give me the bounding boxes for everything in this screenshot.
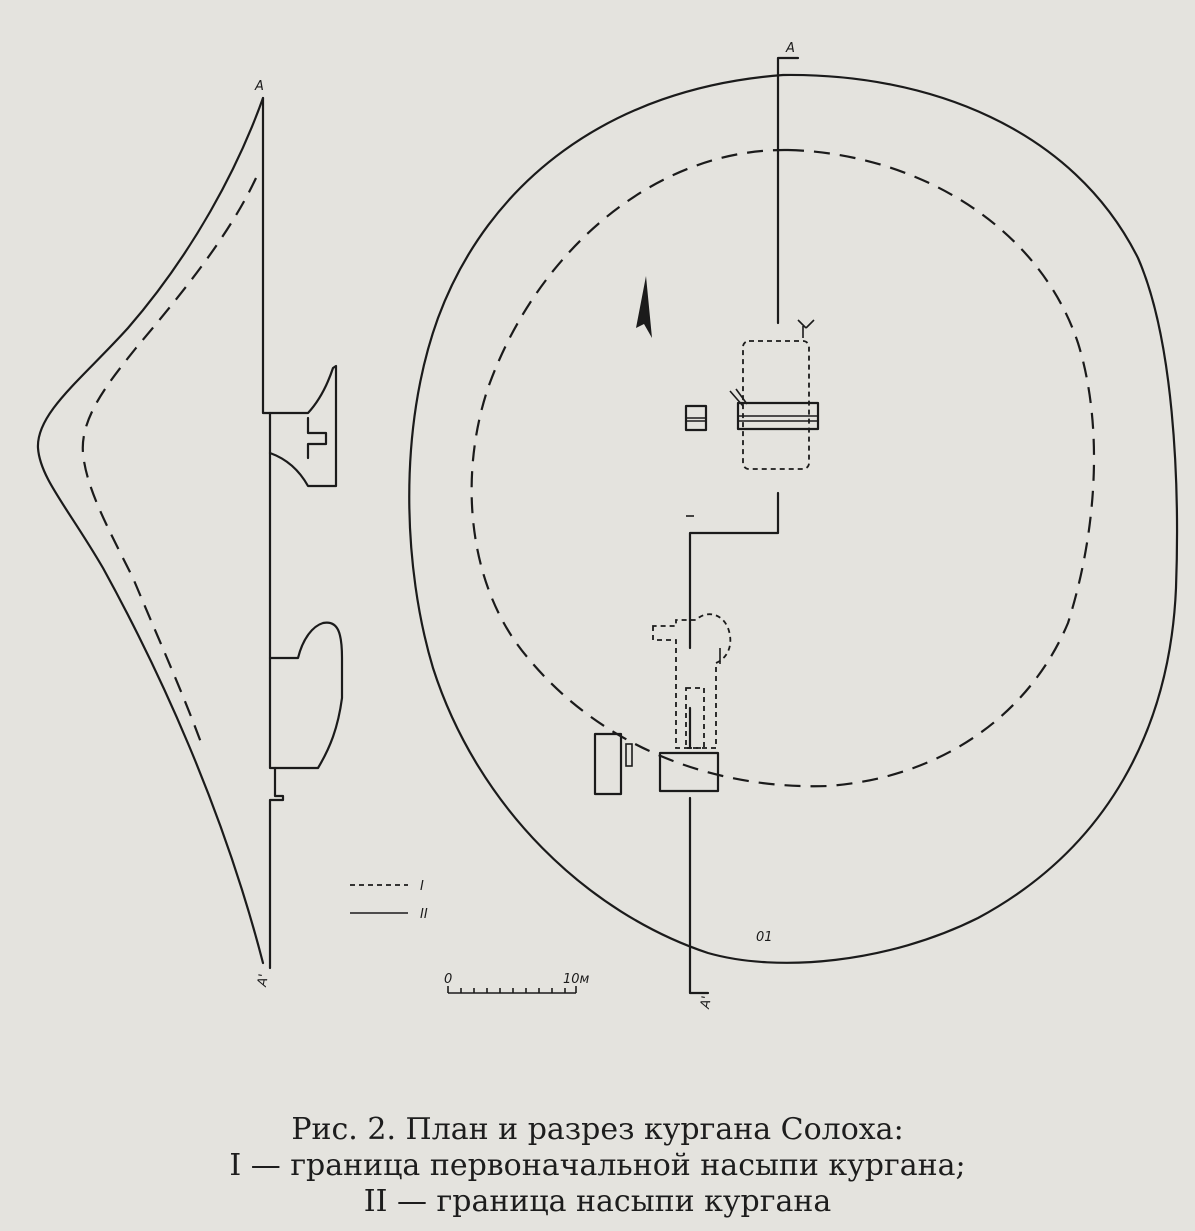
scale-end-label: 10м <box>563 972 590 987</box>
figure-caption: Рис. 2. План и разрез кургана Солоха: I … <box>0 1112 1195 1220</box>
legend: I II <box>350 879 428 922</box>
section-inner-profile <box>81 177 257 749</box>
central-burial <box>729 319 820 470</box>
side-burial <box>593 613 732 796</box>
kurgan-plan-figure: A A' I II 0 10м A A' 01 <box>8 8 1195 1098</box>
plan-outer-boundary <box>408 73 1179 964</box>
plan-section-line <box>688 56 800 995</box>
section-outer-profile <box>36 96 265 965</box>
scale-start-label: 0 <box>444 972 452 987</box>
section-upper-chamber <box>268 364 338 488</box>
section-top-label: A <box>254 79 264 94</box>
section-lower-chamber <box>268 621 344 770</box>
plan-inner-boundary <box>470 148 1096 788</box>
north-arrow-icon <box>636 276 652 338</box>
legend-solid-label: II <box>420 907 428 922</box>
caption-line-3: II — граница насыпи кургана <box>363 1184 832 1219</box>
section-bottom-label: A' <box>255 973 272 989</box>
plan-view: A A' 01 <box>408 41 1179 1011</box>
caption-line-1: Рис. 2. План и разрез кургана Солоха: <box>291 1112 904 1147</box>
plan-top-label: A <box>785 41 795 56</box>
section-axis-line <box>261 96 285 970</box>
small-pit <box>684 404 708 432</box>
legend-dashed-label: I <box>420 879 424 894</box>
plan-bottom-label: A' <box>698 995 715 1011</box>
section-upper-notch <box>306 416 328 460</box>
caption-line-2: I — граница первоначальной насыпи курган… <box>229 1148 966 1183</box>
section-view: A A' <box>36 79 344 989</box>
scale-bar: 0 10м <box>444 972 590 994</box>
plan-mark-label: 01 <box>756 930 773 945</box>
